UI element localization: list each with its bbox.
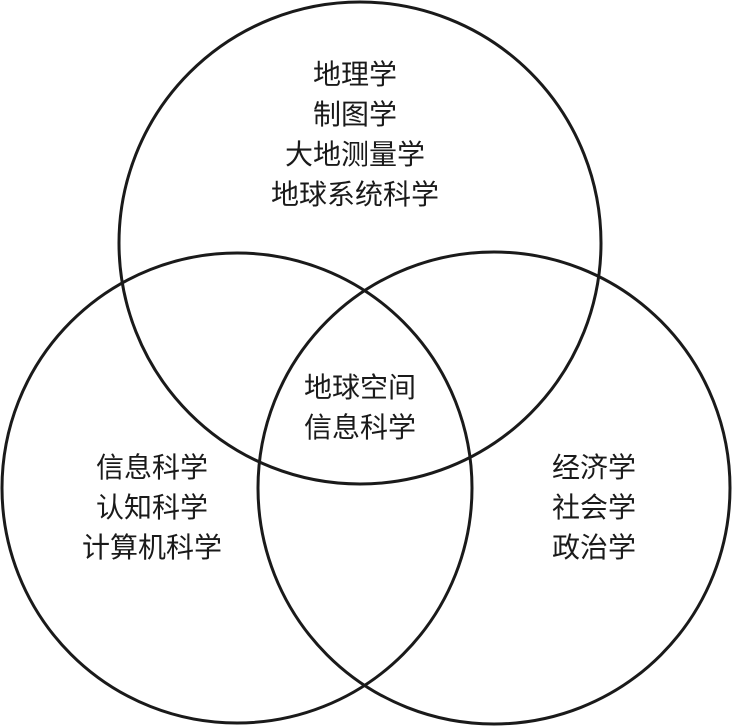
left-label-1: 信息科学 <box>96 451 208 484</box>
top-set-labels: 地理学 制图学 大地测量学 地球系统科学 <box>271 58 439 211</box>
center-labels: 地球空间 信息科学 <box>304 371 416 444</box>
top-label-4: 地球系统科学 <box>271 178 439 211</box>
left-label-2: 认知科学 <box>96 491 208 524</box>
center-label-1: 地球空间 <box>304 371 416 404</box>
circle-right <box>256 250 732 726</box>
circle-top <box>117 0 603 486</box>
top-label-2: 制图学 <box>313 98 397 131</box>
left-label-3: 计算机科学 <box>82 531 222 564</box>
center-label-2: 信息科学 <box>304 411 416 444</box>
top-label-3: 大地测量学 <box>285 138 425 171</box>
right-label-1: 经济学 <box>552 451 636 484</box>
right-label-2: 社会学 <box>552 491 636 524</box>
right-set-labels: 经济学 社会学 政治学 <box>552 451 636 564</box>
right-label-3: 政治学 <box>552 531 636 564</box>
circle-left <box>0 251 474 725</box>
left-set-labels: 信息科学 认知科学 计算机科学 <box>82 451 222 564</box>
top-label-1: 地理学 <box>313 58 397 91</box>
